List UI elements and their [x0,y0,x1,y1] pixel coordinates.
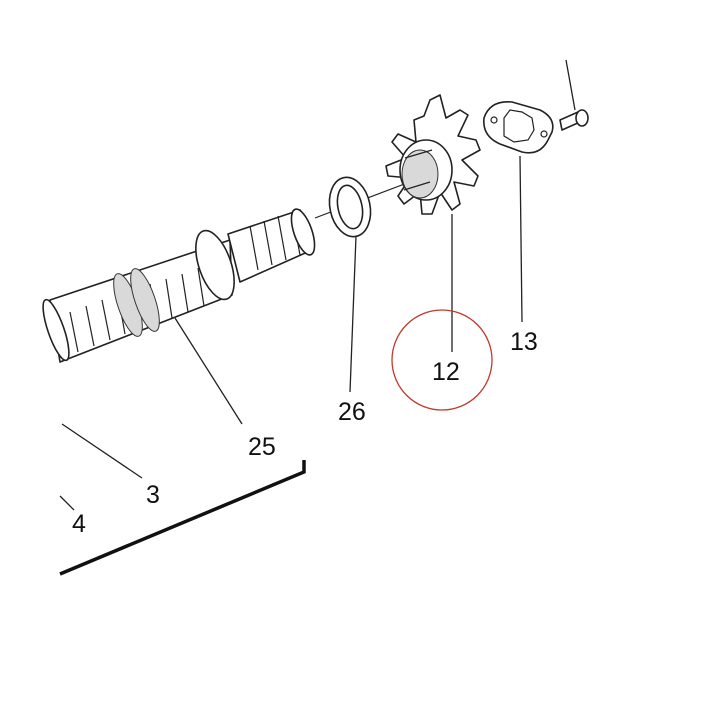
callout-26: 26 [338,398,366,426]
callout-4: 4 [72,510,86,538]
bolt [559,59,589,131]
leader-line-26 [349,235,357,393]
leader-line-25 [174,317,243,425]
sprocket [385,94,481,215]
callout-3: 3 [146,481,160,509]
splined-shaft [42,208,316,363]
highlight-circle [391,309,493,411]
leader-line-3 [61,423,143,479]
callout-13: 13 [510,328,538,356]
callout-25: 25 [248,433,276,461]
lock-plate [483,101,554,154]
callout-12: 12 [432,358,460,386]
frame-border-line [59,460,306,576]
thrust-washer [328,176,372,238]
leader-line-13 [519,155,523,323]
leader-line-4 [59,495,75,511]
